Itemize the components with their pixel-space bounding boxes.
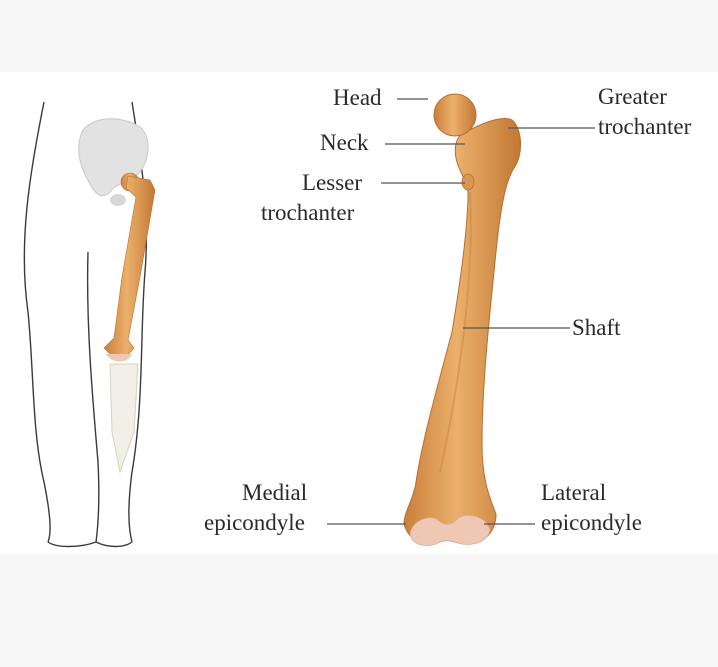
label-lateral-epicondyle: epicondyle (541, 510, 642, 535)
label-head: Head (333, 85, 382, 110)
label-shaft: Shaft (572, 315, 621, 340)
label-lateral: Lateral (541, 480, 607, 505)
femur-diagram: Head Neck Lesser trochanter Greater troc… (0, 72, 718, 554)
small-femur-illustration (103, 172, 156, 362)
knee-lower-leg-bones (109, 363, 139, 474)
label-neck: Neck (320, 130, 369, 155)
distal-cartilage (409, 514, 491, 546)
label-greater-trochanter: trochanter (598, 114, 692, 139)
label-lesser: Lesser (302, 170, 363, 195)
diagram-art (23, 93, 595, 548)
lesser-trochanter-shape (461, 173, 475, 191)
femoral-head (433, 93, 477, 137)
leader-lines (327, 98, 595, 525)
body-outline (23, 101, 148, 548)
label-medial: Medial (242, 480, 308, 505)
label-greater: Greater (598, 84, 667, 109)
label-lesser-trochanter: trochanter (261, 200, 355, 225)
label-medial-epicondyle: epicondyle (204, 510, 305, 535)
femur-bone (403, 93, 521, 546)
